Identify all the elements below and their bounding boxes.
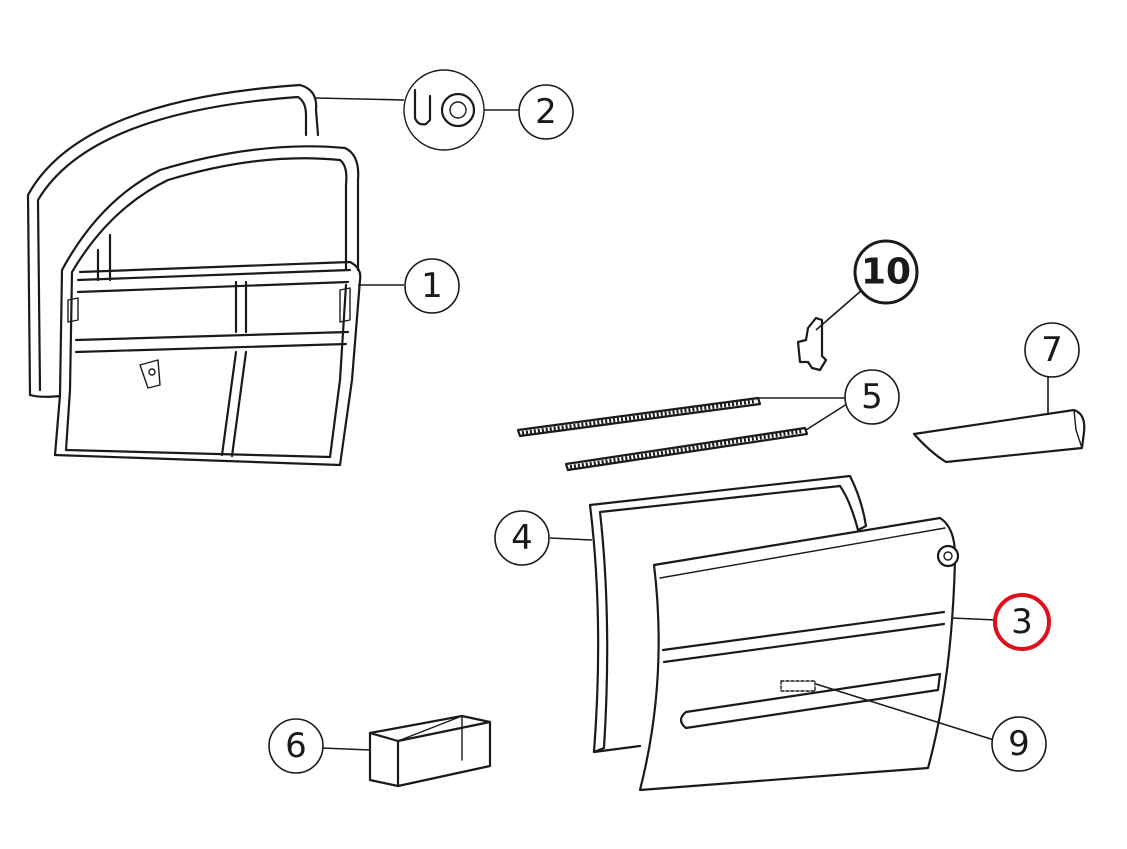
callout-4: 4: [494, 510, 550, 566]
seal-section-detail: [403, 69, 485, 151]
callout-1: 1: [404, 258, 460, 314]
callout-1-label: 1: [421, 266, 443, 306]
part-3-door-panel: [638, 516, 960, 792]
part-5-strips: [516, 396, 809, 472]
callout-9-label: 9: [1008, 724, 1030, 764]
callout-10: 10: [853, 239, 919, 305]
callout-7-label: 7: [1041, 330, 1063, 370]
part-4-panel: [588, 474, 868, 754]
part-2-seal: [26, 83, 320, 398]
part-1-frame: [53, 145, 362, 467]
part-7-trim: [912, 408, 1086, 464]
callout-5: 5: [844, 369, 900, 425]
callout-3-highlight: [993, 593, 1051, 651]
part-10-clip: [796, 316, 828, 372]
part-6-box: [368, 714, 492, 788]
callout-5-label: 5: [861, 377, 883, 417]
callout-7: 7: [1024, 322, 1080, 378]
leader-lines: [315, 97, 1049, 751]
callout-6-label: 6: [285, 726, 307, 766]
callout-6: 6: [268, 718, 324, 774]
callout-2: 2: [518, 84, 574, 140]
callout-9: 9: [991, 716, 1047, 772]
callout-10-label: 10: [861, 252, 911, 293]
callout-3-label: 3: [1011, 602, 1033, 642]
callout-2-label: 2: [535, 92, 557, 132]
callout-3: 3: [993, 593, 1051, 651]
callout-4-label: 4: [511, 518, 533, 558]
